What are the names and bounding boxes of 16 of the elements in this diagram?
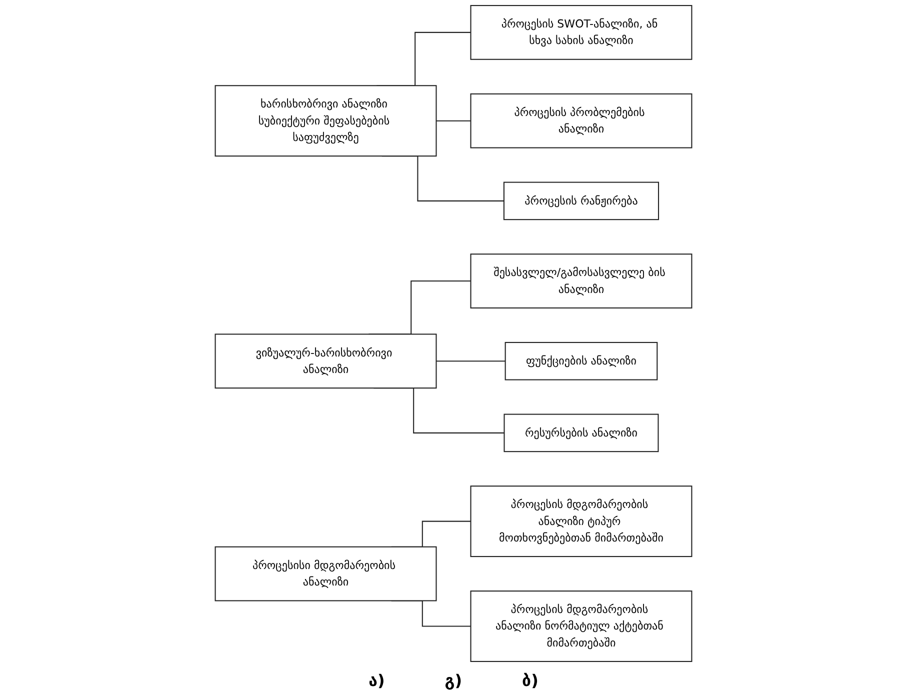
node-box: შესასვლელ/გამოსასვლელე ბის ანალიზი	[470, 254, 692, 308]
node-box: პროცესის პრობლემების ანალიზი	[470, 93, 692, 148]
panel-letter: ა)	[368, 671, 385, 690]
node-box: პროცესის რანჟირება	[503, 182, 660, 220]
node-box: რესურსების ანალიზი	[504, 414, 659, 452]
connector	[436, 360, 506, 362]
node-box: პროცესის მდგომარეობის ანალიზი ტიპურ მოთხოვნებებთან მიმართებაში	[470, 486, 692, 558]
node-box: პროცესის მდგომარეობის ანალიზი ნორმატიულ აქტებთან მიმართებაში	[470, 590, 692, 662]
node-box: ფუნქციების ანალიზი	[504, 342, 658, 380]
node-box: პროცესის SWOT-ანალიზი, ან სხვა სახის ანალიზი	[470, 5, 692, 60]
panel-letter: ბ)	[522, 671, 538, 690]
connector	[436, 120, 471, 122]
node-box: პროცესისი მდგომარეობის ანალიზი	[214, 546, 437, 602]
panel-letter: გ)	[444, 671, 462, 690]
node-box: ვიზუალურ-ხარისხობრივი ანალიზი	[214, 334, 437, 389]
node-box: ხარისხობრივი ანალიზი სუბიექტური შეფასებების საფუძველზე	[214, 85, 437, 157]
